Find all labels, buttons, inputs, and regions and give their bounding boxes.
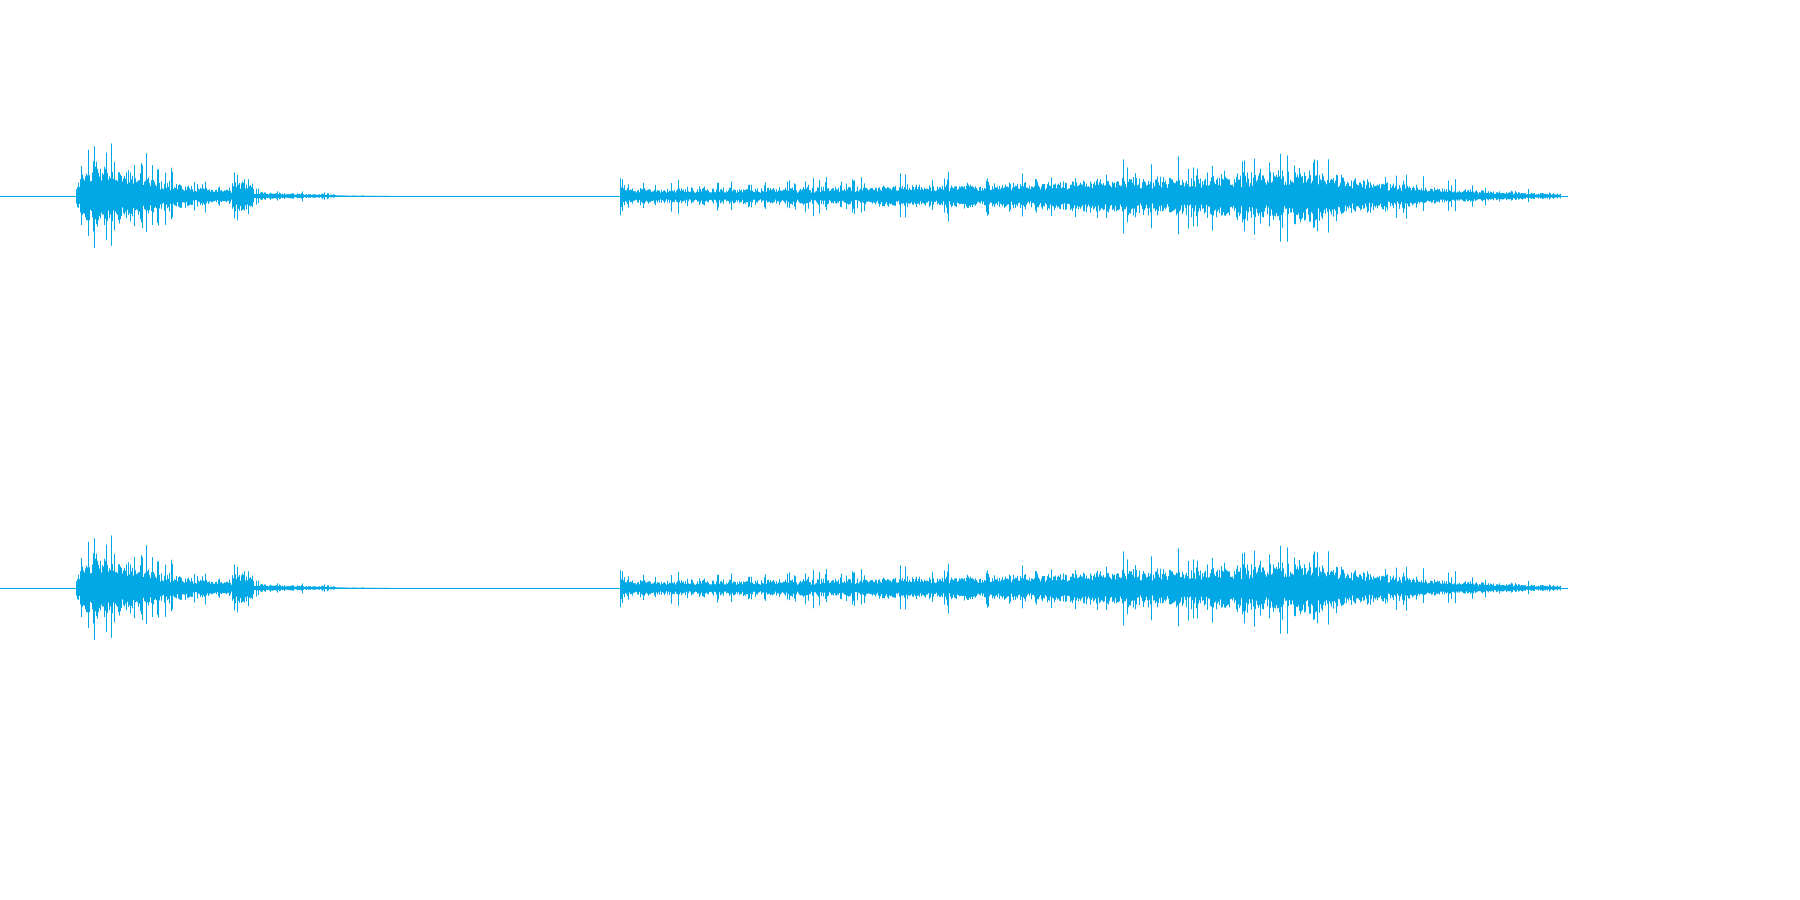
waveform-samples xyxy=(76,535,1561,640)
waveform-channel-1 xyxy=(0,143,1568,248)
waveform-samples xyxy=(76,143,1561,248)
waveform-channel-2 xyxy=(0,535,1568,640)
